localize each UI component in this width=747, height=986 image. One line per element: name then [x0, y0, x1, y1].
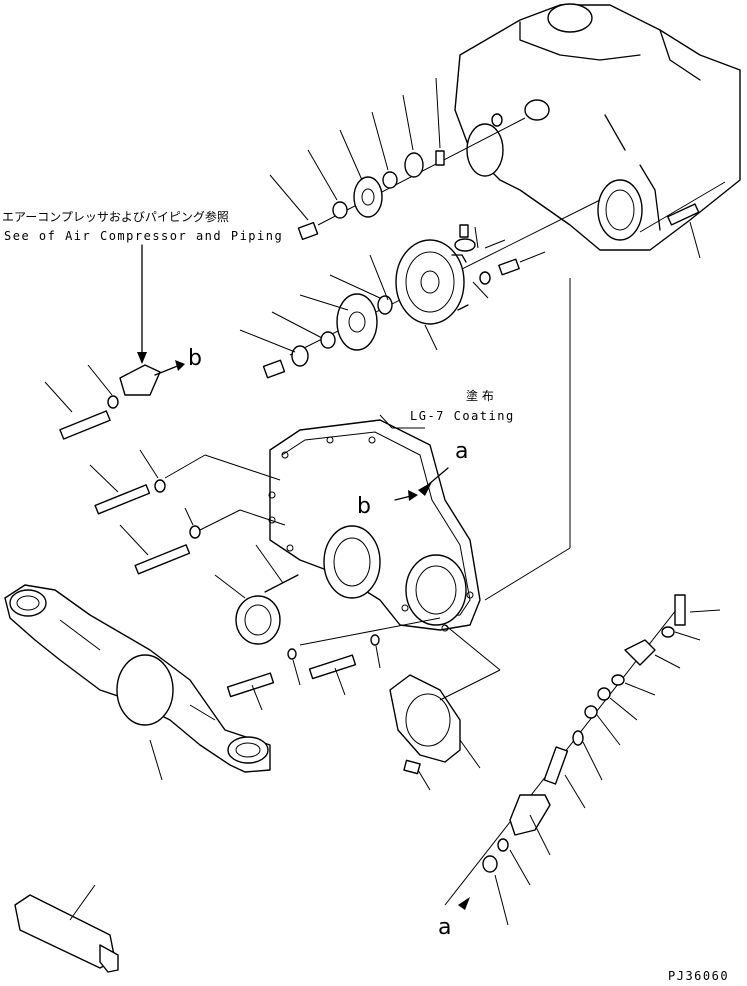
- upper-right-bolt: [639, 181, 726, 259]
- reference-b-arrow: b: [188, 346, 202, 371]
- compressor-bracket: [44, 244, 185, 440]
- coating-note-en: LG-7 Coating: [410, 409, 515, 423]
- cover-bolts: [89, 449, 299, 593]
- reference-a-bottom: a: [438, 915, 451, 940]
- compressor-note-en: See of Air Compressor and Piping: [4, 229, 283, 243]
- compressor-note-jp: エアーコンプレッサおよびパイピング参照: [2, 209, 229, 224]
- oil-seal: [214, 574, 281, 645]
- drawing-number: PJ36060: [668, 969, 729, 983]
- leader-line: [484, 547, 571, 601]
- reference-a-top: a: [455, 439, 468, 464]
- engine-block: [454, 3, 741, 251]
- lower-bolts: [226, 617, 441, 711]
- upper-gear-set: [269, 77, 526, 241]
- coating-note-jp: 塗 布: [466, 388, 494, 403]
- filler-parts: [444, 594, 721, 926]
- reference-b-cover: b: [357, 494, 371, 519]
- idler-gear-set: [239, 199, 601, 379]
- front-cover: [268, 414, 481, 632]
- installer-tool: [14, 884, 119, 973]
- front-support: [4, 584, 271, 781]
- cover-gasket: [389, 624, 501, 791]
